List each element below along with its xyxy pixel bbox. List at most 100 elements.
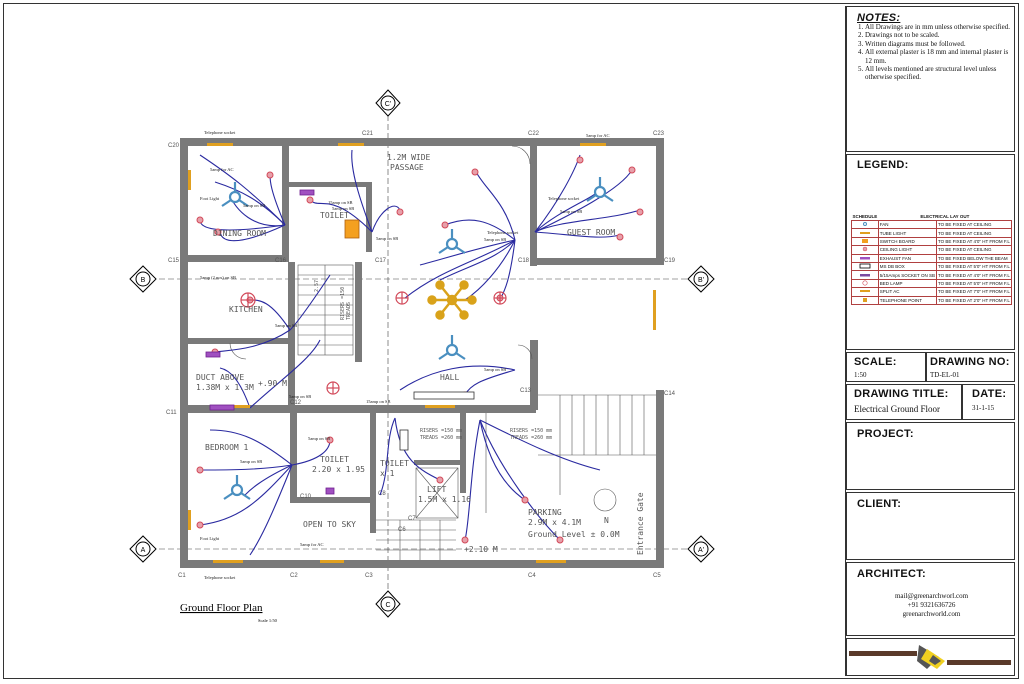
svg-text:15amp on SB: 15amp on SB: [366, 399, 391, 404]
note-item: All levels mentioned are structural leve…: [865, 65, 1011, 82]
svg-text:Telephone socket: Telephone socket: [204, 130, 236, 135]
grid-marker-c-top: C': [375, 89, 401, 117]
legend-title: LEGEND:: [857, 159, 909, 171]
svg-text:C1: C1: [178, 573, 186, 579]
fan-icon: [851, 219, 879, 230]
architect-contact: mail@greenarchworl.com +91 9321636726 gr…: [847, 592, 1016, 619]
svg-text:TREADS =260 mm: TREADS =260 mm: [420, 435, 462, 441]
chandelier: [427, 280, 477, 320]
svg-text:+.90 M: +.90 M: [258, 379, 287, 388]
notes-panel: NOTES: All Drawings are in mm unless oth…: [846, 6, 1015, 152]
svg-text:B: B: [141, 277, 146, 284]
electrical-annotations: Telephone socket 5amp for AC 5amp for AC…: [200, 130, 610, 580]
exhaust-fan-icon: [851, 253, 879, 263]
svg-text:PARKING: PARKING: [528, 508, 562, 517]
svg-text:Entrance Gate: Entrance Gate: [636, 492, 645, 555]
svg-text:C13: C13: [520, 388, 532, 394]
svg-text:C23: C23: [653, 131, 665, 137]
svg-text:A': A': [698, 547, 704, 554]
svg-text:1.38M x 1.3M: 1.38M x 1.3M: [196, 383, 254, 392]
svg-text:C15: C15: [168, 258, 180, 264]
db-box-icon: [851, 261, 879, 272]
drawing-title-box: DRAWING TITLE: Electrical Ground Floor: [846, 384, 962, 420]
svg-text:PASSAGE: PASSAGE: [390, 163, 424, 172]
architect-email: mail@greenarchworl.com: [894, 592, 969, 600]
project-label: PROJECT:: [857, 428, 914, 440]
project-box: PROJECT:: [846, 422, 1015, 490]
drawing-sheet: [3, 3, 1019, 679]
scale-label: SCALE:: [854, 356, 897, 368]
svg-text:5amp on SB: 5amp on SB: [308, 436, 330, 441]
ceiling-light-icon: [851, 245, 879, 255]
svg-text:C4: C4: [528, 573, 536, 579]
tube-light-icon: [851, 228, 879, 238]
date-value: 31-1-15: [972, 404, 995, 412]
bed-lamps: [240, 291, 507, 395]
svg-text:RISERS =150 mm: RISERS =150 mm: [420, 428, 462, 434]
grid-marker-b-left: B: [129, 265, 157, 293]
svg-text:DINING ROOM: DINING ROOM: [213, 229, 266, 238]
svg-text:5amp on SB: 5amp on SB: [484, 367, 506, 372]
svg-text:C8: C8: [378, 491, 386, 497]
svg-text:A: A: [141, 547, 146, 554]
svg-text:C16: C16: [275, 258, 287, 264]
svg-text:GUEST ROOM: GUEST ROOM: [567, 228, 615, 237]
svg-text:5amp on SB: 5amp on SB: [289, 394, 311, 399]
date-box: DATE: 31-1-15: [962, 384, 1015, 420]
svg-text:5amp (2 nos) on SB: 5amp (2 nos) on SB: [200, 275, 236, 280]
svg-text:RISERS =150: RISERS =150: [340, 287, 346, 320]
walls: [180, 138, 664, 568]
legend-header-layout: ELECTRICAL LAY OUT: [920, 214, 970, 219]
grid-lines: [150, 115, 690, 590]
svg-text:Telephone socket: Telephone socket: [487, 230, 519, 235]
svg-text:C3: C3: [365, 573, 373, 579]
svg-text:TOILET: TOILET: [320, 211, 349, 220]
scale-value: 1:50: [854, 371, 867, 379]
svg-text:1.2M WIDE: 1.2M WIDE: [387, 153, 431, 162]
grid-markers: C' B B' A A' C: [129, 89, 715, 618]
svg-text:2.20 x 1.95: 2.20 x 1.95: [312, 465, 365, 474]
svg-text:5amp on SB: 5amp on SB: [275, 323, 297, 328]
socket-icon: [851, 270, 879, 280]
ceiling-lights: [196, 156, 644, 544]
svg-text:2.57: 2.57: [314, 280, 320, 292]
svg-text:2.9M x 4.1M: 2.9M x 4.1M: [528, 518, 581, 527]
svg-text:Telephone socket: Telephone socket: [204, 575, 236, 580]
column-labels: C20 C21 C22 C23 C15 C16 C17 C18 C19 C11 …: [166, 131, 676, 579]
svg-text:TREADS: TREADS: [346, 302, 352, 320]
svg-text:5amp on SB: 5amp on SB: [376, 236, 398, 241]
switch-boards: [205, 189, 475, 495]
svg-text:Ground Level ± 0.0M: Ground Level ± 0.0M: [528, 530, 620, 539]
note-item: Written diagrams must be followed.: [865, 40, 1011, 48]
date-label: DATE:: [972, 388, 1007, 400]
svg-text:N: N: [604, 516, 609, 525]
drawing-no-value: TD-EL-01: [930, 371, 960, 379]
notes-title: NOTES:: [857, 12, 901, 24]
svg-text:BEDROOM 1: BEDROOM 1: [205, 443, 249, 452]
architect-label: ARCHITECT:: [857, 568, 926, 580]
svg-text:5amp on SB: 5amp on SB: [243, 203, 265, 208]
room-labels: 1.2M WIDE PASSAGE DINING ROOM TOILET GUE…: [196, 153, 645, 555]
logo-box: [846, 638, 1015, 676]
svg-text:TREADS =260 mm: TREADS =260 mm: [510, 435, 552, 441]
architect-logo: [849, 645, 1011, 669]
svg-text:DUCT ABOVE: DUCT ABOVE: [196, 373, 244, 382]
svg-text:C19: C19: [664, 258, 676, 264]
plan-title: Ground Floor Plan: [180, 602, 263, 614]
svg-text:x 1: x 1: [380, 469, 395, 478]
svg-text:C18: C18: [518, 258, 530, 264]
fan-bedroom: [223, 475, 251, 500]
notes-list: All Drawings are in mm unless otherwise …: [847, 23, 1011, 82]
drawing-title-value: Electrical Ground Floor: [854, 404, 940, 414]
stairs: [229, 145, 656, 560]
svg-text:C': C': [385, 101, 391, 108]
svg-text:5amp on SB: 5amp on SB: [560, 209, 582, 214]
